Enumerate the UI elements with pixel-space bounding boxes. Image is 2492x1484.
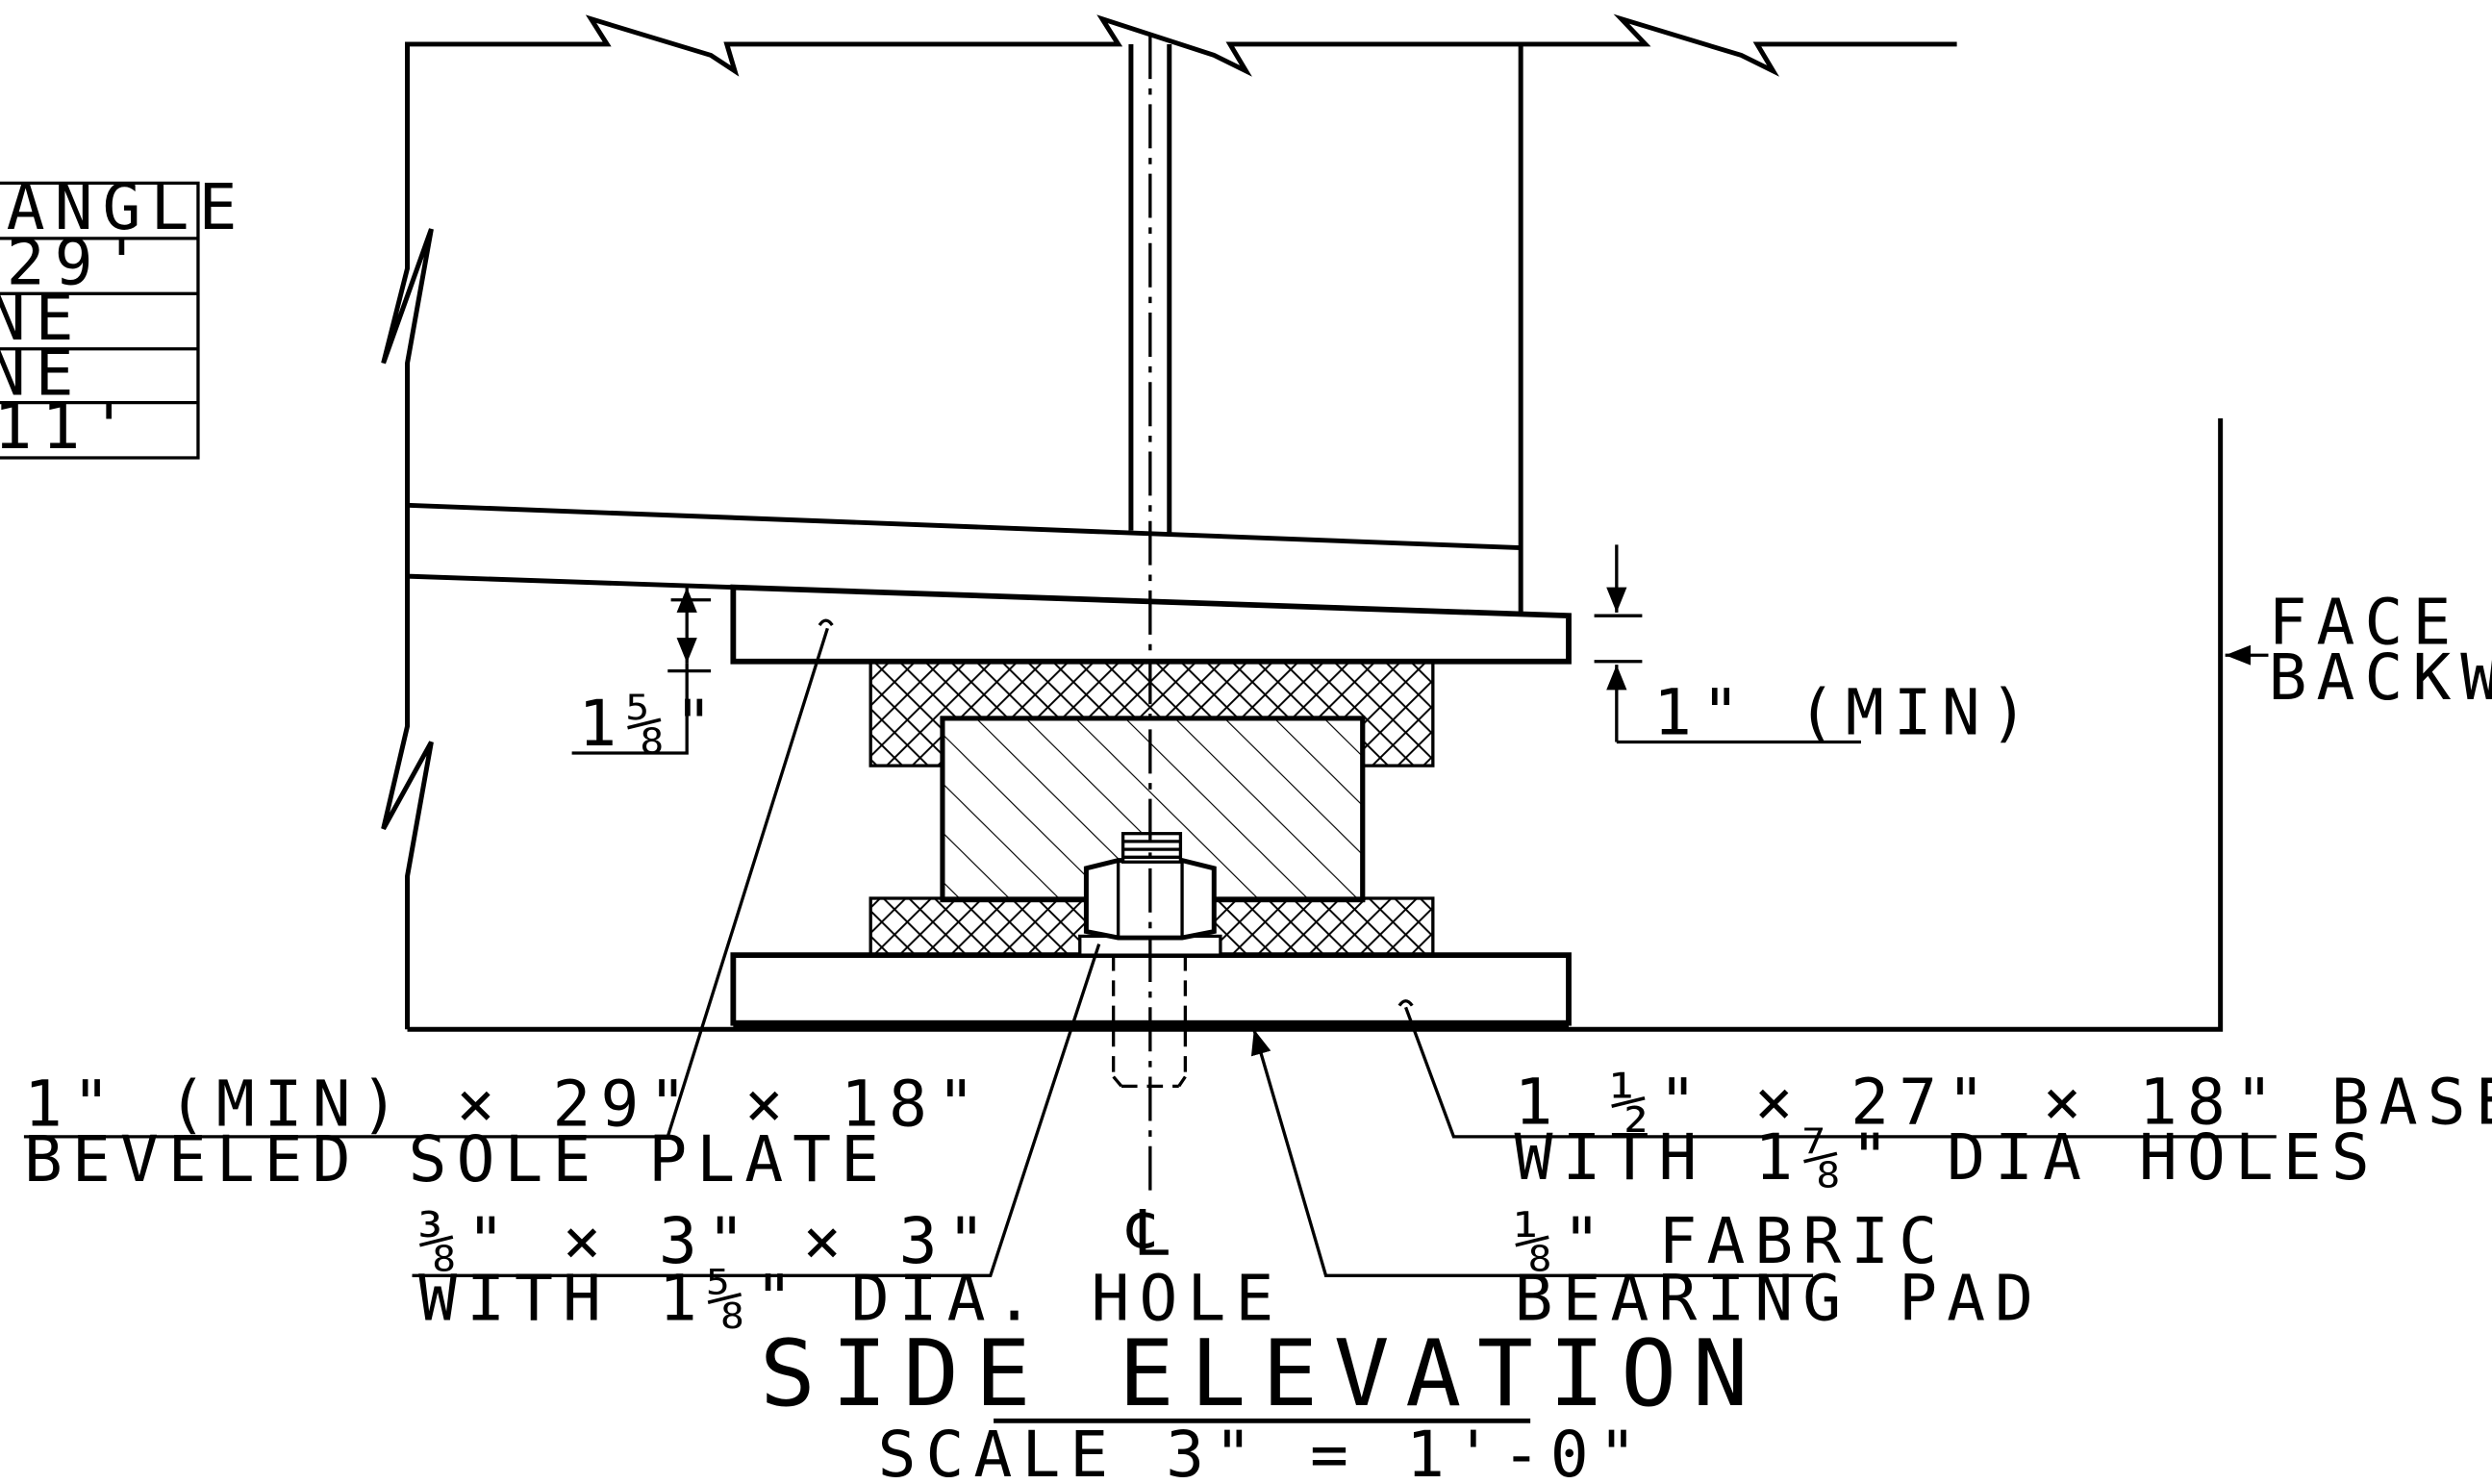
fabric-pad-line2: BEARING PAD: [1515, 1262, 2043, 1336]
base-plate-line2: WITH 1⅞" DIA HOLES: [1515, 1121, 2379, 1195]
sole-plate-line1: 1" (MIN) × 29" × 18": [24, 1068, 985, 1142]
fabric-pad-callout: ⅛" FABRIC BEARING PAD: [1250, 1028, 2043, 1336]
face-of-backwall-line2: BACKWALL: [2268, 641, 2492, 716]
table-row-1: 29': [7, 226, 151, 300]
wall-outline: [381, 13, 2224, 1032]
table-row-4: 11': [0, 390, 138, 465]
table-row-3: NE: [0, 337, 84, 411]
base-plate-callout: 1 ½" × 27" × 18" BASE PLATE WITH 1⅞" DIA…: [1397, 999, 2492, 1195]
face-of-backwall-callout: FACE OF BACKWALL: [2225, 586, 2492, 716]
face-of-backwall-line1: FACE OF: [2268, 586, 2492, 660]
bevel-dimension: 1⅝": [571, 587, 722, 761]
sole-plate-callout: 1" (MIN) × 29" × 18" BEVELED SOLE PLATE: [23, 618, 985, 1196]
girder: [407, 43, 1570, 618]
min-clearance-dimension: 1" (MIN): [1594, 544, 2038, 750]
title-side-elevation: SIDE ELEVATION: [760, 1320, 1764, 1426]
base-plate-line1: 1 ½" × 27" × 18" BASE PLATE: [1515, 1066, 2492, 1140]
table-row-2: NE: [0, 281, 84, 355]
washer-plate-line2: WITH 1⅝" DIA. HOLE: [418, 1262, 1283, 1336]
title-scale: SCALE 3" = 1'-0": [877, 1418, 1646, 1484]
sole-plate-line2: BEVELED SOLE PLATE: [24, 1122, 889, 1196]
min-clearance-label: 1" (MIN): [1653, 676, 2038, 750]
bevel-dimension-label: 1⅝": [578, 687, 722, 761]
fabric-pad-line1: ⅛" FABRIC: [1515, 1205, 1948, 1279]
centerline-symbol: ℄: [1126, 1196, 1179, 1270]
drawing-title: SIDE ELEVATION SCALE 3" = 1'-0": [760, 1320, 1764, 1484]
washer-plate-callout: ⅜" × 3" × 3" WITH 1⅝" DIA. HOLE: [412, 943, 1283, 1336]
revision-table: ANGLE 29' NE NE 11': [0, 170, 247, 465]
table-row-0: ANGLE: [7, 170, 247, 244]
washer-plate-line1: ⅜" × 3" × 3": [418, 1205, 994, 1279]
beveled-sole-plate: [730, 584, 1572, 665]
